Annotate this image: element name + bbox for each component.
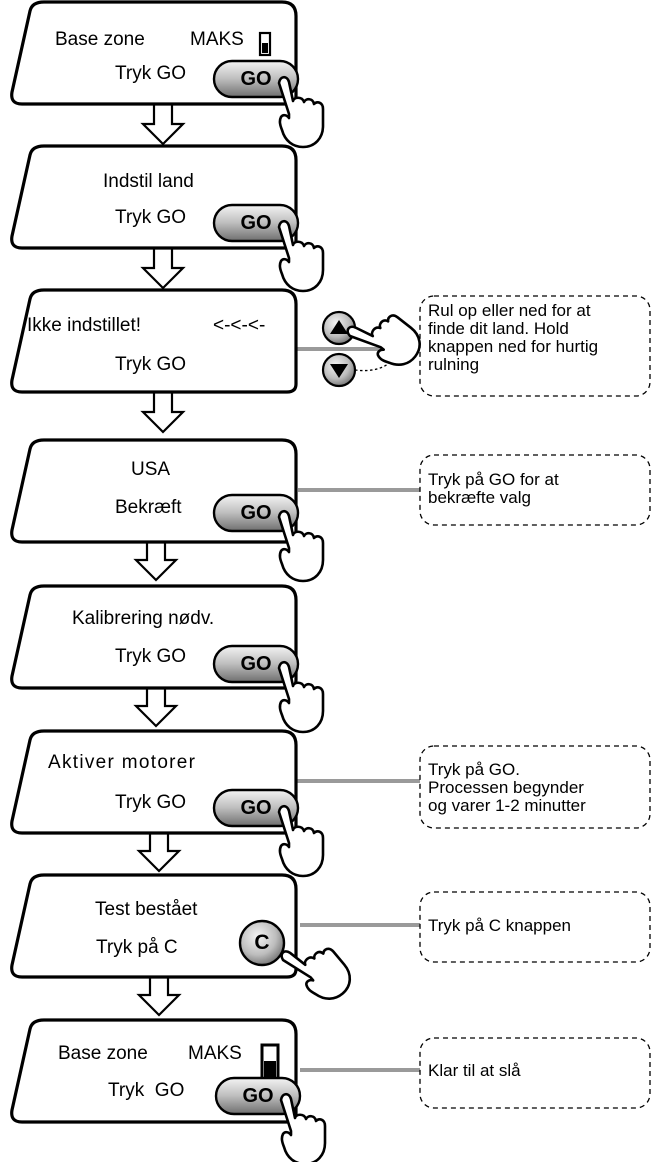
battery-level bbox=[264, 1061, 276, 1077]
go-buttons bbox=[212, 59, 302, 1116]
screen-7-line1: Test bestået bbox=[95, 899, 198, 920]
go-button-label[interactable]: GO bbox=[240, 797, 272, 819]
go-button-label[interactable]: GO bbox=[240, 502, 272, 524]
screen-1-line1: Base zone bbox=[55, 29, 145, 50]
screen-1-indicator: MAKS bbox=[190, 29, 244, 50]
screen-6-line2: Tryk GO bbox=[115, 792, 187, 813]
scroll-buttons bbox=[321, 310, 393, 388]
go-button[interactable] bbox=[212, 788, 300, 828]
go-button[interactable] bbox=[212, 493, 300, 533]
screen-6-line1: Aktiver motorer bbox=[48, 752, 197, 773]
go-button[interactable] bbox=[212, 59, 300, 99]
go-button[interactable] bbox=[212, 203, 300, 243]
note-boxes bbox=[419, 295, 651, 1109]
go-button-label[interactable]: GO bbox=[240, 212, 272, 234]
screen-8-indicator: MAKS bbox=[188, 1043, 242, 1064]
go-button-label[interactable]: GO bbox=[240, 653, 272, 675]
down-arrow-icon bbox=[141, 98, 185, 146]
note-line: finde dit land. Hold bbox=[428, 319, 569, 338]
screen-3-frame bbox=[10, 288, 298, 394]
hand-pointer-icon bbox=[344, 296, 429, 377]
c-button-label[interactable]: C bbox=[254, 931, 270, 954]
note-line: knappen ned for hurtig bbox=[428, 337, 599, 356]
scroll-down-icon bbox=[330, 364, 348, 378]
note-ready: Klar til at slå bbox=[428, 1062, 521, 1080]
note-line: Tryk på GO for at bbox=[428, 470, 559, 489]
screen-3-line1: Ikke indstillet! bbox=[27, 315, 142, 336]
note-line: Processen begynder bbox=[428, 778, 584, 797]
hands bbox=[277, 75, 429, 1162]
screen-4-line2: Bekræft bbox=[115, 497, 182, 518]
screen-2-line2: Tryk GO bbox=[115, 207, 187, 228]
down-arrow-icon bbox=[141, 242, 185, 290]
note-line: Tryk på C knappen bbox=[428, 916, 571, 935]
screen-3-indicator: <-<-<- bbox=[213, 315, 266, 336]
note-press-c: Tryk på C knappen bbox=[428, 917, 571, 935]
note-line: og varer 1-2 minutter bbox=[428, 796, 586, 815]
note-line: Klar til at slå bbox=[428, 1061, 521, 1080]
note-box-activate bbox=[419, 745, 651, 829]
down-arrow-icon bbox=[141, 386, 185, 434]
c-button[interactable] bbox=[238, 919, 286, 967]
note-line: Tryk på GO. bbox=[428, 760, 520, 779]
note-scroll: Rul op eller ned for at finde dit land. … bbox=[428, 302, 598, 374]
screen-5-line2: Tryk GO bbox=[115, 646, 187, 667]
note-line: rulning bbox=[428, 355, 480, 374]
scroll-up-icon bbox=[330, 320, 348, 334]
go-button[interactable] bbox=[212, 644, 300, 684]
screen-8-line1: Base zone bbox=[58, 1043, 148, 1064]
screen-7-line2: Tryk på C bbox=[96, 937, 178, 958]
screen-2-line1: Indstil land bbox=[103, 171, 194, 192]
note-box-ready bbox=[419, 1037, 651, 1109]
note-line: Rul op eller ned for at bbox=[428, 301, 591, 320]
go-button-label[interactable]: GO bbox=[240, 68, 272, 90]
screen-1-line2: Tryk GO bbox=[115, 63, 187, 84]
note-box-press-c bbox=[419, 891, 651, 963]
go-button[interactable] bbox=[214, 1076, 302, 1116]
note-line: bekræfte valg bbox=[428, 488, 531, 507]
screen-8-line2: Tryk GO bbox=[108, 1080, 185, 1101]
note-activate: Tryk på GO. Processen begynder og varer … bbox=[428, 761, 586, 815]
note-box-confirm bbox=[419, 454, 651, 526]
battery-level bbox=[262, 43, 268, 53]
note-confirm: Tryk på GO for at bekræfte valg bbox=[428, 471, 559, 507]
screen-3-line2: Tryk GO bbox=[115, 354, 187, 375]
screen-4-line1: USA bbox=[131, 459, 171, 480]
screen-5-line1: Kalibrering nødv. bbox=[72, 608, 215, 629]
go-button-label[interactable]: GO bbox=[242, 1085, 274, 1107]
